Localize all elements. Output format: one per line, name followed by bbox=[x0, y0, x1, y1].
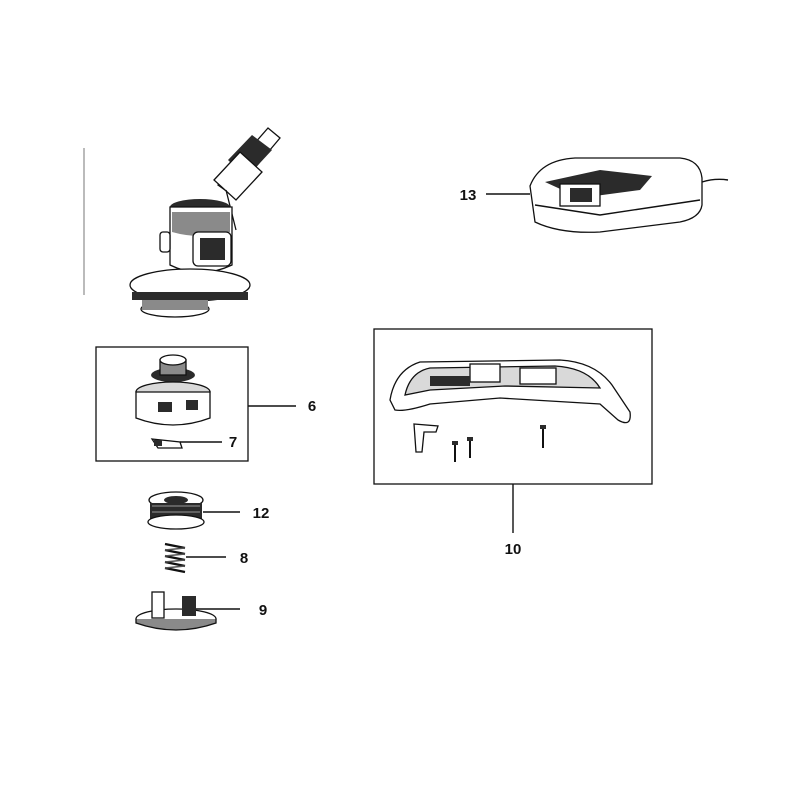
part-label-7: 7 bbox=[229, 434, 237, 451]
part-6-box bbox=[95, 346, 249, 462]
charger-icon bbox=[529, 157, 729, 233]
trimmer-head-icon bbox=[83, 127, 281, 318]
part-label-8: 8 bbox=[240, 550, 248, 567]
spring-icon bbox=[164, 542, 186, 574]
spool-cap-icon bbox=[135, 591, 217, 631]
spool-housing-icon bbox=[135, 354, 211, 426]
part-label-10: 10 bbox=[505, 541, 522, 558]
part-label-9: 9 bbox=[259, 602, 267, 619]
part-label-12: 12 bbox=[253, 505, 270, 522]
part-label-6: 6 bbox=[308, 398, 316, 415]
line-spool-icon bbox=[147, 491, 205, 530]
guard-icon bbox=[389, 359, 631, 462]
part-label-13: 13 bbox=[460, 187, 477, 204]
clip-icon bbox=[150, 438, 183, 449]
